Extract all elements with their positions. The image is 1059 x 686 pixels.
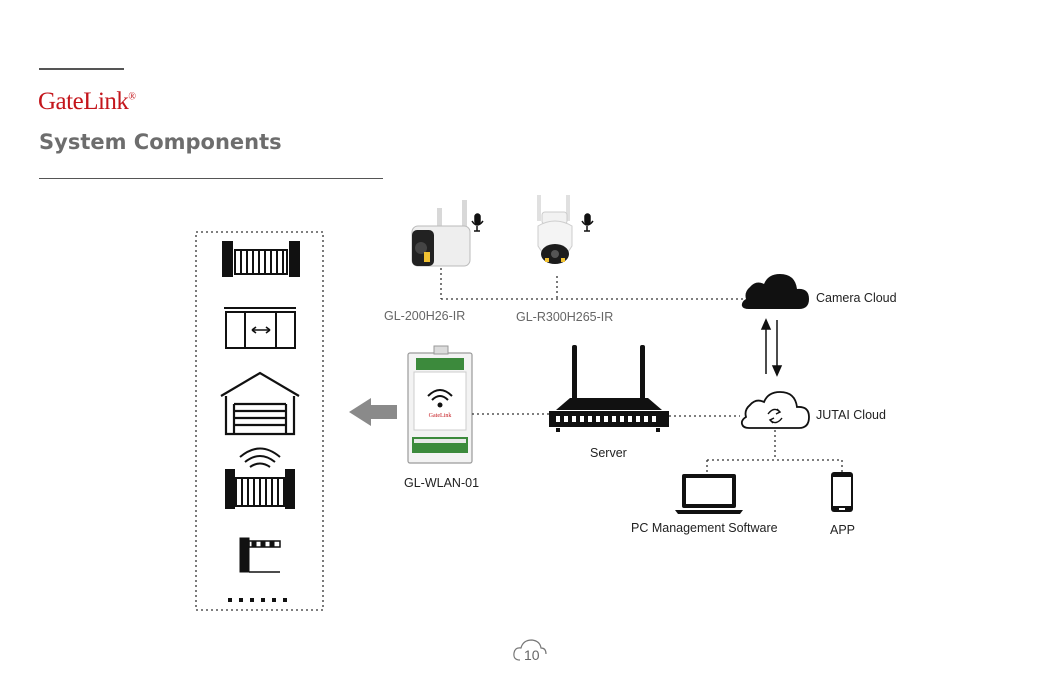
mic-icon	[581, 213, 594, 232]
jutai-cloud-icon	[740, 391, 810, 429]
router-icon	[549, 345, 669, 432]
camera-cloud-label: Camera Cloud	[816, 291, 897, 305]
gatelink-logo: GateLink®	[38, 88, 136, 115]
camera2-label: GL-R300H265-IR	[516, 310, 614, 324]
camera2-icon	[537, 195, 573, 264]
controller-label: GL-WLAN-01	[404, 476, 480, 490]
camera-cloud-icon	[741, 274, 809, 309]
app-label: APP	[830, 523, 856, 537]
gate-types-box	[195, 231, 324, 611]
phone-icon	[831, 472, 853, 512]
garage-door-icon	[220, 371, 300, 436]
camera1-icon	[411, 200, 471, 267]
pc-software-label: PC Management Software	[631, 521, 778, 535]
camera1-label: GL-200H26-IR	[384, 309, 466, 323]
top-rule	[39, 68, 124, 70]
page-cloud-icon	[513, 639, 547, 661]
sync-arrows-icon	[760, 318, 783, 377]
sliding-door-icon	[224, 307, 296, 349]
jutai-cloud-label: JUTAI Cloud	[816, 408, 886, 422]
title-rule	[39, 178, 383, 179]
wifi-gate-icon	[225, 447, 295, 509]
more-dots	[228, 598, 287, 602]
swing-gate-icon	[222, 241, 300, 277]
control-arrow	[349, 398, 397, 426]
page-number: 10	[524, 647, 540, 663]
mic-icon	[471, 213, 484, 232]
laptop-icon	[675, 474, 743, 514]
server-label: Server	[590, 446, 627, 460]
svg-text:GateLink: GateLink	[429, 413, 452, 419]
page-title: System Components	[39, 130, 282, 154]
controller-device: GateLink	[407, 345, 473, 464]
barrier-gate-icon	[239, 537, 281, 573]
